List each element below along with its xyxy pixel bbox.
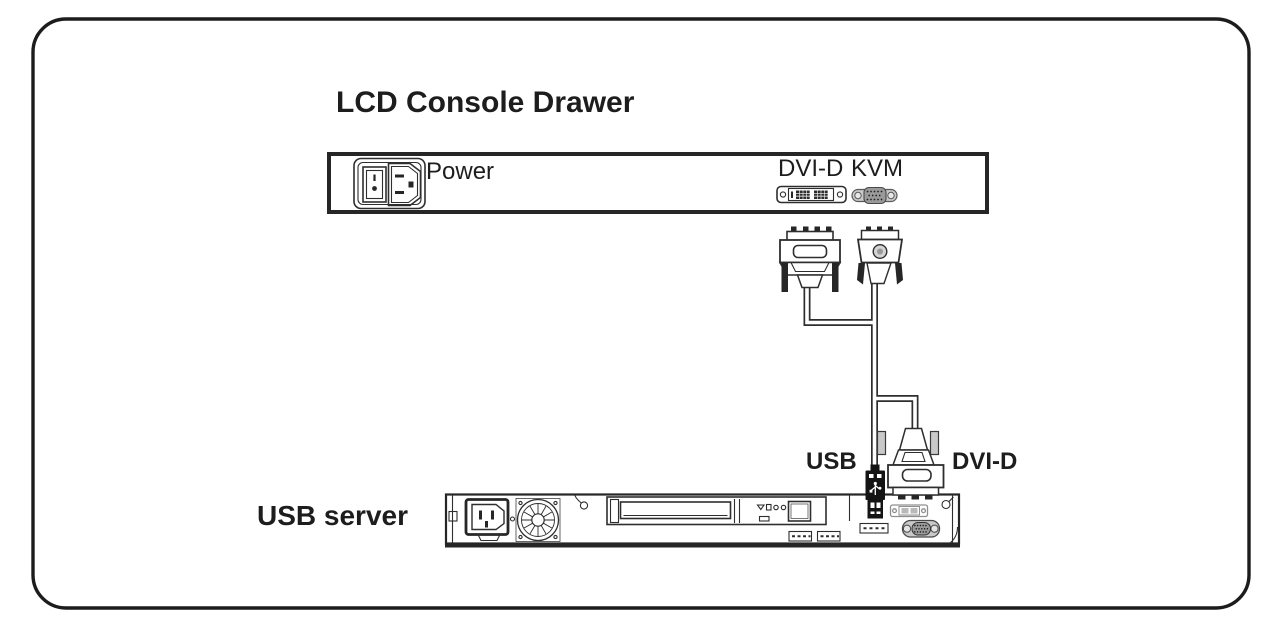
dvi-plug-bottom-icon xyxy=(876,427,945,500)
usb-port-icons xyxy=(788,494,889,542)
dvi-d-port-icon xyxy=(776,185,847,204)
kvm-cable-plug-icon xyxy=(856,226,904,285)
screw-icon-left xyxy=(574,495,589,510)
usb-server-label: USB server xyxy=(257,500,408,531)
screw-icon-right xyxy=(941,496,959,544)
cables xyxy=(803,282,919,470)
usb-cable-label: USB xyxy=(806,448,857,475)
usb-plug-icon xyxy=(865,464,885,519)
diagram-frame xyxy=(31,17,1251,610)
server-dvi-port-icon xyxy=(889,504,929,518)
dvi-cable-label: DVI-D xyxy=(952,448,1018,475)
console-drawer-rear-panel xyxy=(327,152,989,214)
fan-grille-icon xyxy=(515,498,561,542)
dvi-cable-plug-icon xyxy=(778,226,842,292)
diagram-title: LCD Console Drawer xyxy=(336,86,635,119)
expansion-slot-icon xyxy=(606,496,827,526)
panel-dvi-label: DVI-D xyxy=(778,155,844,182)
server-power-inlet-icon xyxy=(464,498,516,542)
power-label: Power xyxy=(426,158,495,185)
panel-kvm-label: KVM xyxy=(851,155,904,182)
kvm-port-icon xyxy=(851,186,898,205)
server-vga-port-icon xyxy=(901,519,941,538)
power-inlet-icon xyxy=(353,157,426,210)
